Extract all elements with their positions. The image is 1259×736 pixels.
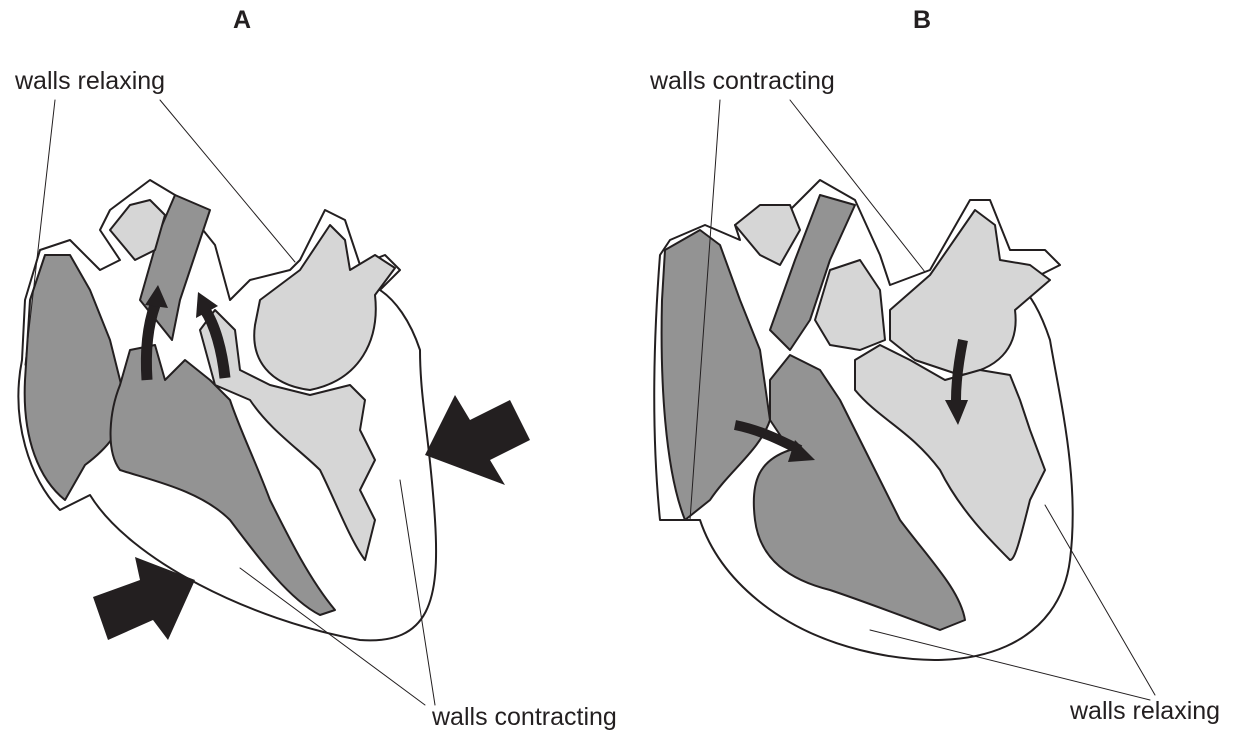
heart-a-squeeze-arrow-right: [425, 395, 530, 485]
panel-b-letter: B: [913, 8, 931, 33]
panel-b-top-label: walls contracting: [650, 69, 835, 94]
panel-a-top-label: walls relaxing: [15, 69, 165, 94]
heart-b: [654, 100, 1155, 700]
heart-b-leader-bottom-2: [1045, 505, 1155, 695]
panel-b-bottom-label: walls relaxing: [1070, 699, 1220, 724]
panel-a-letter: A: [233, 8, 251, 33]
heart-a: [18, 100, 530, 705]
panel-a-bottom-label: walls contracting: [432, 705, 617, 730]
